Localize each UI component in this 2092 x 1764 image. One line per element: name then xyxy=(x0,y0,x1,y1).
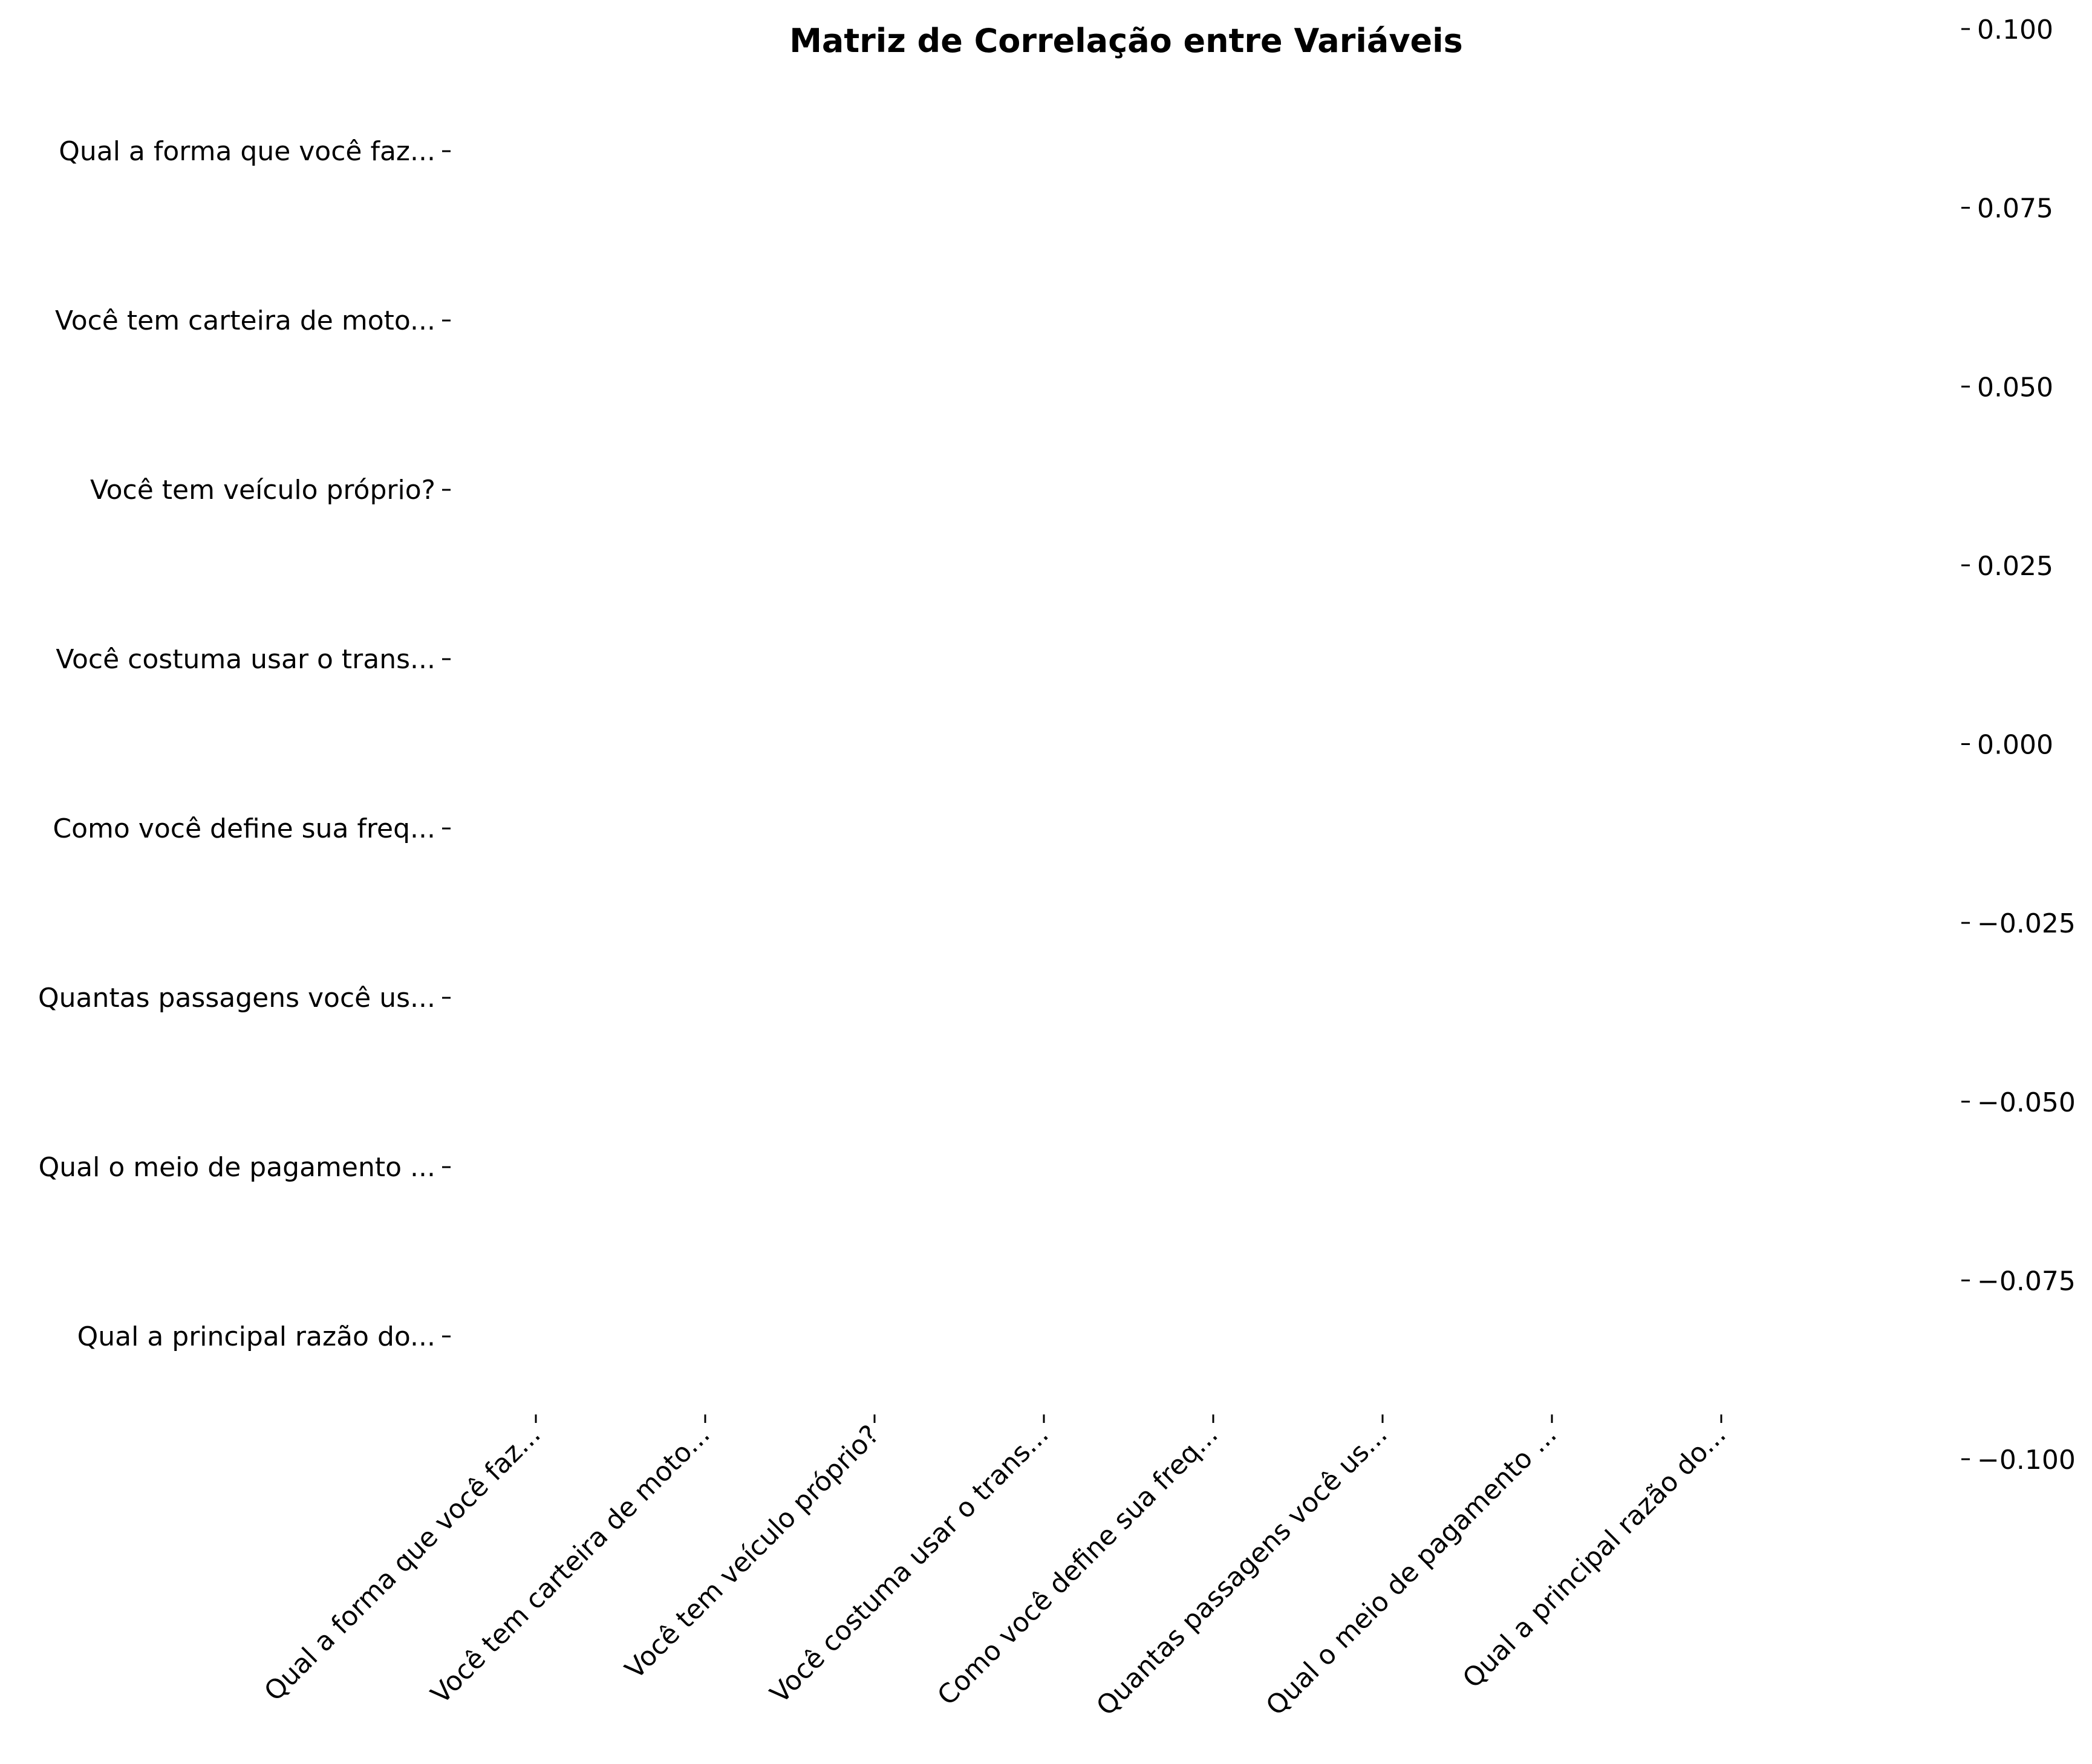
x-tick-label: Quantas passagens você us... xyxy=(1090,1419,1393,1722)
y-tick-label: Qual a forma que você faz... xyxy=(59,136,435,167)
y-tick-label: Qual o meio de pagamento ... xyxy=(39,1152,435,1183)
y-tick-label: Você tem veículo próprio? xyxy=(90,475,435,506)
colorbar-tick-label: 0.075 xyxy=(1977,194,2053,224)
x-tick-label: Qual a principal razão do... xyxy=(1457,1419,1732,1694)
x-tick-label: Como você define sua freq... xyxy=(931,1419,1224,1711)
colorbar: 0.100 0.075 0.050 0.025 0.000 −0.025 −0.050 −0.… xyxy=(1961,15,2076,1476)
colorbar-tick-label: 0.050 xyxy=(1977,372,2053,403)
y-tick-label: Como você define sua freq... xyxy=(53,813,435,844)
y-axis: Qual a forma que você faz... Você tem car… xyxy=(38,136,451,1352)
colorbar-tick-label: −0.050 xyxy=(1977,1087,2076,1118)
x-tick-label: Qual o meio de pagamento ... xyxy=(1260,1419,1563,1722)
y-tick-label: Quantas passagens você us... xyxy=(38,983,435,1014)
y-tick-label: Qual a principal razão do... xyxy=(77,1321,435,1352)
colorbar-tick-label: −0.100 xyxy=(1977,1445,2076,1476)
x-axis: Qual a forma que você faz...Você tem car… xyxy=(258,1414,1732,1722)
x-tick-label: Você tem carteira de moto... xyxy=(425,1419,716,1710)
x-tick-label: Qual a forma que você faz... xyxy=(258,1419,546,1707)
colorbar-tick-label: 0.100 xyxy=(1977,15,2053,45)
y-tick-label: Você costuma usar o trans... xyxy=(56,644,435,675)
x-tick-label: Você costuma usar o trans... xyxy=(764,1419,1055,1710)
y-tick-label: Você tem carteira de moto... xyxy=(55,305,435,336)
colorbar-tick-label: −0.075 xyxy=(1977,1266,2076,1297)
colorbar-tick-label: 0.025 xyxy=(1977,551,2053,582)
colorbar-tick-label: −0.025 xyxy=(1977,908,2076,939)
colorbar-tick-label: 0.000 xyxy=(1977,730,2053,761)
chart-title: Matriz de Correlação entre Variáveis xyxy=(789,22,1463,60)
